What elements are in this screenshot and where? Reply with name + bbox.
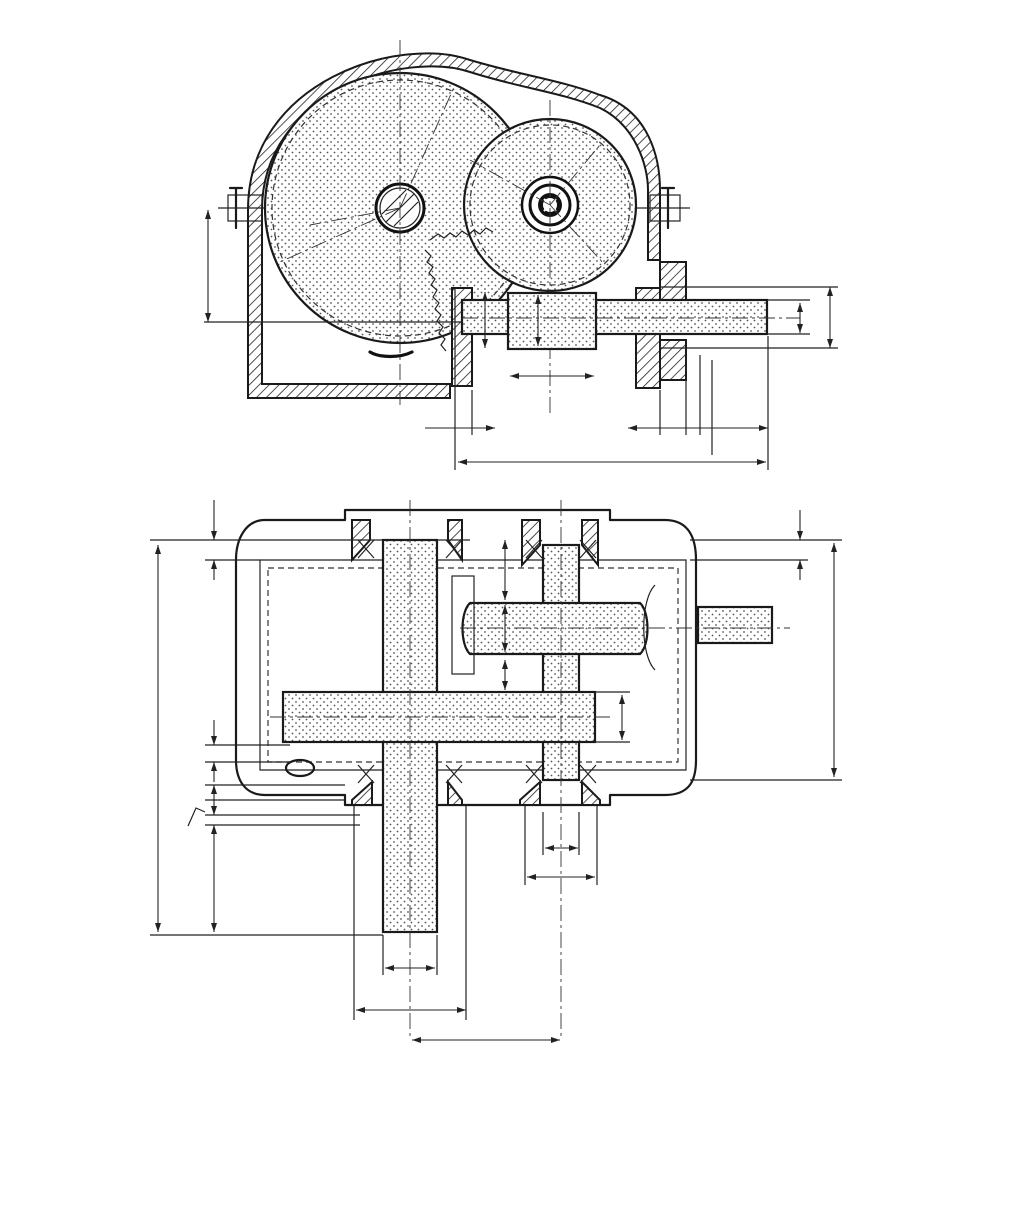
drain-plug xyxy=(284,758,316,778)
front-section-view xyxy=(204,40,838,470)
front-dimensions xyxy=(204,210,838,470)
bearings xyxy=(357,539,597,784)
input-shaft-end xyxy=(696,605,774,645)
housing-wall xyxy=(247,52,661,399)
housing-outline xyxy=(234,508,698,807)
plan-section-view xyxy=(150,500,842,1043)
construction-lines xyxy=(279,40,606,415)
shaft-hub xyxy=(506,291,598,351)
gear-mesh-teeth xyxy=(424,249,447,352)
pinion-section xyxy=(461,601,649,656)
plan-dimensions xyxy=(150,500,842,1043)
output-shaft-assembly xyxy=(451,261,800,389)
